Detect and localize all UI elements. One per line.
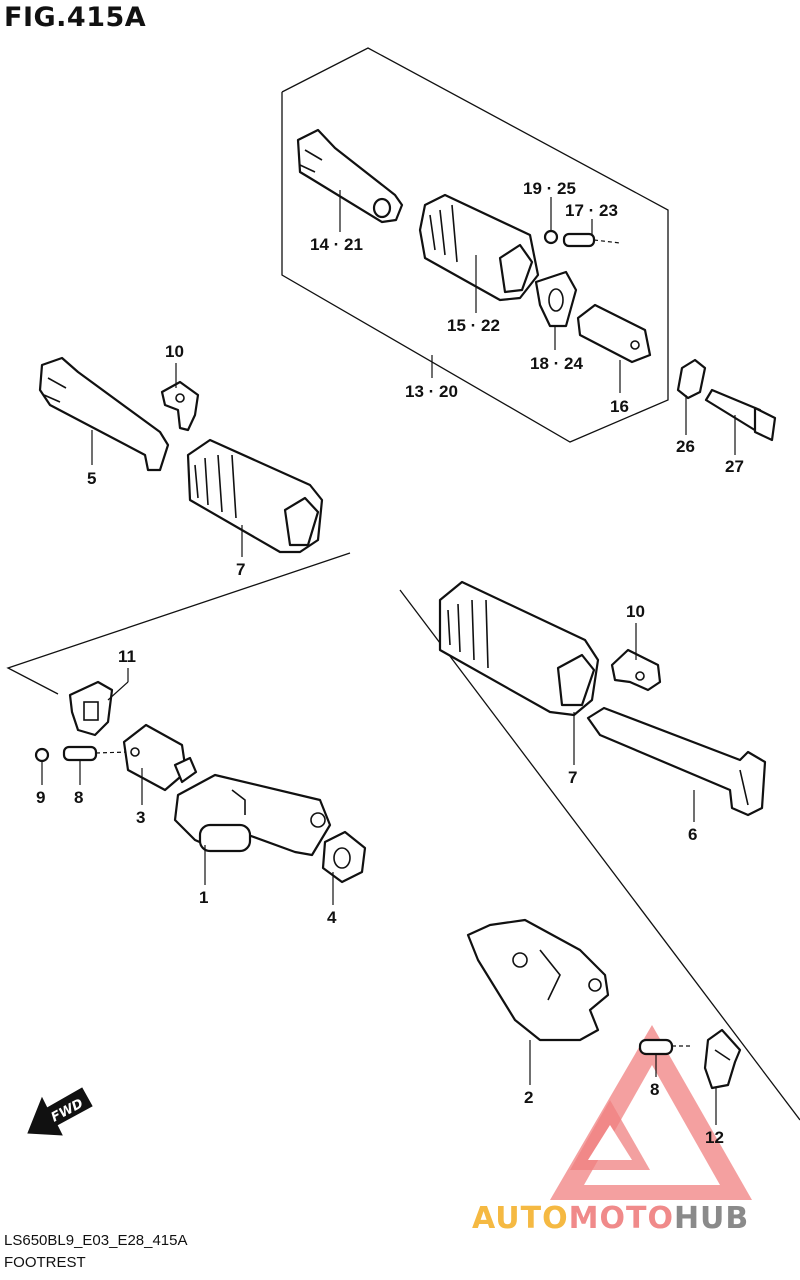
callout-1: 1 [199,888,208,907]
bracket-1 [173,773,332,857]
callout-5: 5 [87,469,96,488]
kit-outline [281,47,669,443]
watermark-hub: HUB [674,1201,749,1236]
callout-9: 9 [36,788,45,807]
cut-line-right [399,589,800,1121]
callout-14-21: 14 · 21 [310,235,363,254]
callout-6: 6 [688,825,697,844]
bracket-2 [466,918,610,1042]
plate-18-24 [534,270,578,328]
callout-2: 2 [524,1088,533,1107]
svg-text:AUTOMOTOHUB: AUTOMOTOHUB [472,1201,749,1236]
model-code: LS650BL9_E03_E28_415A [4,1232,188,1249]
footrest-rubber-right [438,580,600,717]
cover-11 [68,680,114,737]
footrest-bar-upper [296,128,404,224]
callout-26: 26 [676,437,695,456]
callout-8-left: 8 [74,788,83,807]
callout-17-23: 17 · 23 [565,201,618,220]
callout-3: 3 [136,808,145,827]
pin-17-23 [562,232,621,248]
callout-labels: 14 · 21 15 · 22 19 · 25 17 · 23 18 · 24 … [36,179,744,1147]
cap-9 [34,747,50,763]
callout-7-left: 7 [236,560,245,579]
watermark-auto: AUTO [472,1201,569,1236]
watermark-moto: MOTO [569,1201,674,1236]
watermark-logo [550,1025,752,1200]
callout-15-22: 15 · 22 [447,316,500,335]
cover-12 [703,1028,742,1090]
bolt-27 [704,388,777,442]
footrest-bar-left [38,356,170,472]
cap-19-25 [543,229,559,245]
cut-line-left [6,552,351,695]
pin-8-left [62,745,129,762]
callout-8-right: 8 [650,1080,659,1099]
figure-title: FIG.415A [4,2,147,33]
callout-27: 27 [725,457,744,476]
callout-7-right: 7 [568,768,577,787]
nut-4 [321,830,367,884]
callout-18-24: 18 · 24 [530,354,583,373]
callout-19-25: 19 · 25 [523,179,576,198]
bracket-16 [576,303,652,364]
section-name: FOOTREST [4,1254,86,1271]
block-3 [122,723,198,792]
footrest-bar-right [586,706,767,817]
footrest-rubber-upper [418,193,540,302]
callout-16: 16 [610,397,629,416]
washer-26 [676,358,707,400]
callout-10-right: 10 [626,602,645,621]
callout-10-left: 10 [165,342,184,361]
leader-lines [41,190,736,1125]
fwd-arrow: FWD [27,1087,93,1136]
watermark-text: AUTOMOTOHUB [472,1201,749,1236]
callout-11: 11 [118,647,136,666]
clip-10-left [160,380,200,432]
callout-12: 12 [705,1128,724,1147]
footrest-rubber-left [186,438,324,554]
callout-4: 4 [327,908,337,927]
callout-13-20: 13 · 20 [405,382,458,401]
clip-10-right [610,648,662,692]
pin-8-right [638,1038,690,1056]
